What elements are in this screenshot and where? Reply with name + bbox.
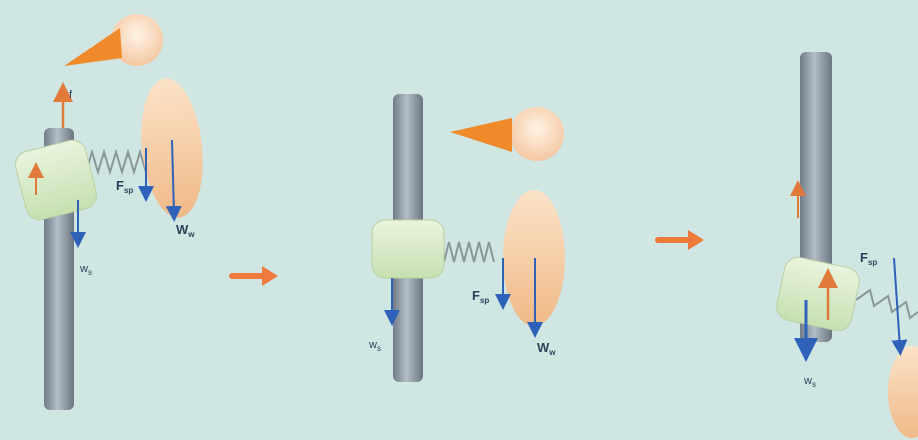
friction-label-1: f (69, 89, 73, 101)
spring-force-arrow-3 (894, 258, 900, 348)
spring-2 (444, 242, 494, 262)
sequence-arrow-1 (232, 266, 278, 286)
stage-2-woodpecker: ws Fsp Ww (368, 94, 565, 382)
woodpecker-body-3 (888, 346, 918, 438)
woodpecker-beak-2 (450, 118, 512, 152)
weight-sleeve-label-3: ws (803, 375, 816, 389)
spring-force-label-3: Fsp (860, 250, 877, 267)
weight-sleeve-label-1: ws (79, 263, 92, 277)
sleeve-3 (774, 255, 862, 333)
sequence-arrow-2 (658, 230, 704, 250)
woodpecker-beak-1 (64, 28, 122, 66)
stage-3-woodpecker: ws Fsp (774, 52, 918, 438)
weight-woodpecker-label-2: Ww (537, 340, 556, 357)
sleeve-2 (372, 220, 444, 278)
weight-woodpecker-label-1: Ww (176, 222, 195, 239)
spring-force-label-2: Fsp (472, 288, 489, 305)
spring-3 (856, 290, 918, 318)
woodpecker-head-2 (510, 107, 564, 161)
sleeve-1 (13, 137, 100, 222)
stage-1-woodpecker: f ws Fsp Ww (13, 14, 210, 410)
spring-force-label-1: Fsp (116, 178, 133, 195)
weight-sleeve-label-2: ws (368, 339, 381, 353)
